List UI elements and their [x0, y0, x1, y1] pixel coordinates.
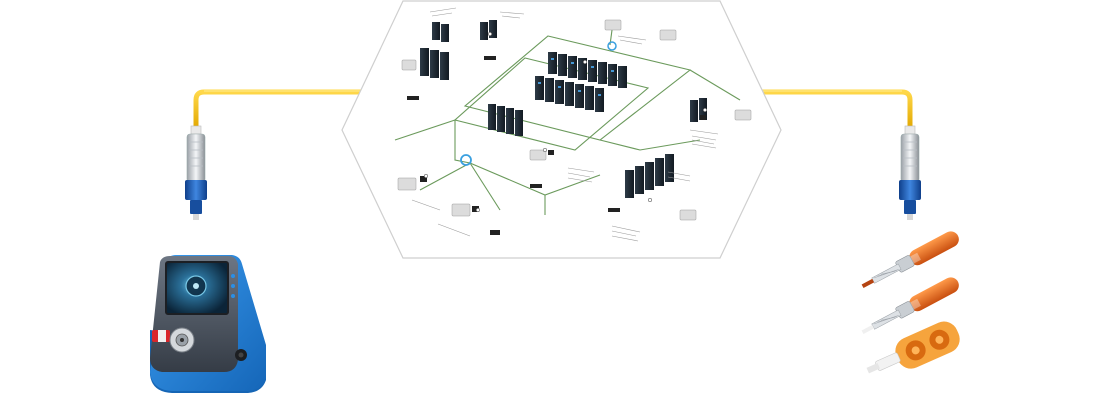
legend-text-lines [411, 7, 719, 242]
right-fiber-cable [739, 89, 913, 131]
server-rack-cluster-icon [488, 104, 523, 136]
left-lc-connector-icon [185, 125, 207, 220]
fiber-inspection-scope-icon [150, 255, 266, 393]
cassette-cleaner-icon [866, 321, 960, 374]
switch-node-icon [460, 154, 472, 166]
server-rack-cluster-icon [548, 52, 627, 88]
one-click-cleaner-pen-icon [861, 277, 959, 335]
person-icon [423, 31, 708, 213]
right-lc-connector-icon [899, 125, 921, 220]
one-click-cleaner-pen-icon [861, 231, 959, 289]
server-rack-cluster-icon [420, 22, 449, 80]
network-diagram-icon [394, 7, 752, 242]
monitor-icon [407, 56, 706, 235]
left-fiber-cable [193, 89, 375, 131]
workstation-icon [397, 19, 752, 221]
server-rack-cluster-icon [480, 20, 707, 198]
switch-node-icon [607, 41, 617, 51]
server-rack-cluster-icon [535, 76, 604, 112]
